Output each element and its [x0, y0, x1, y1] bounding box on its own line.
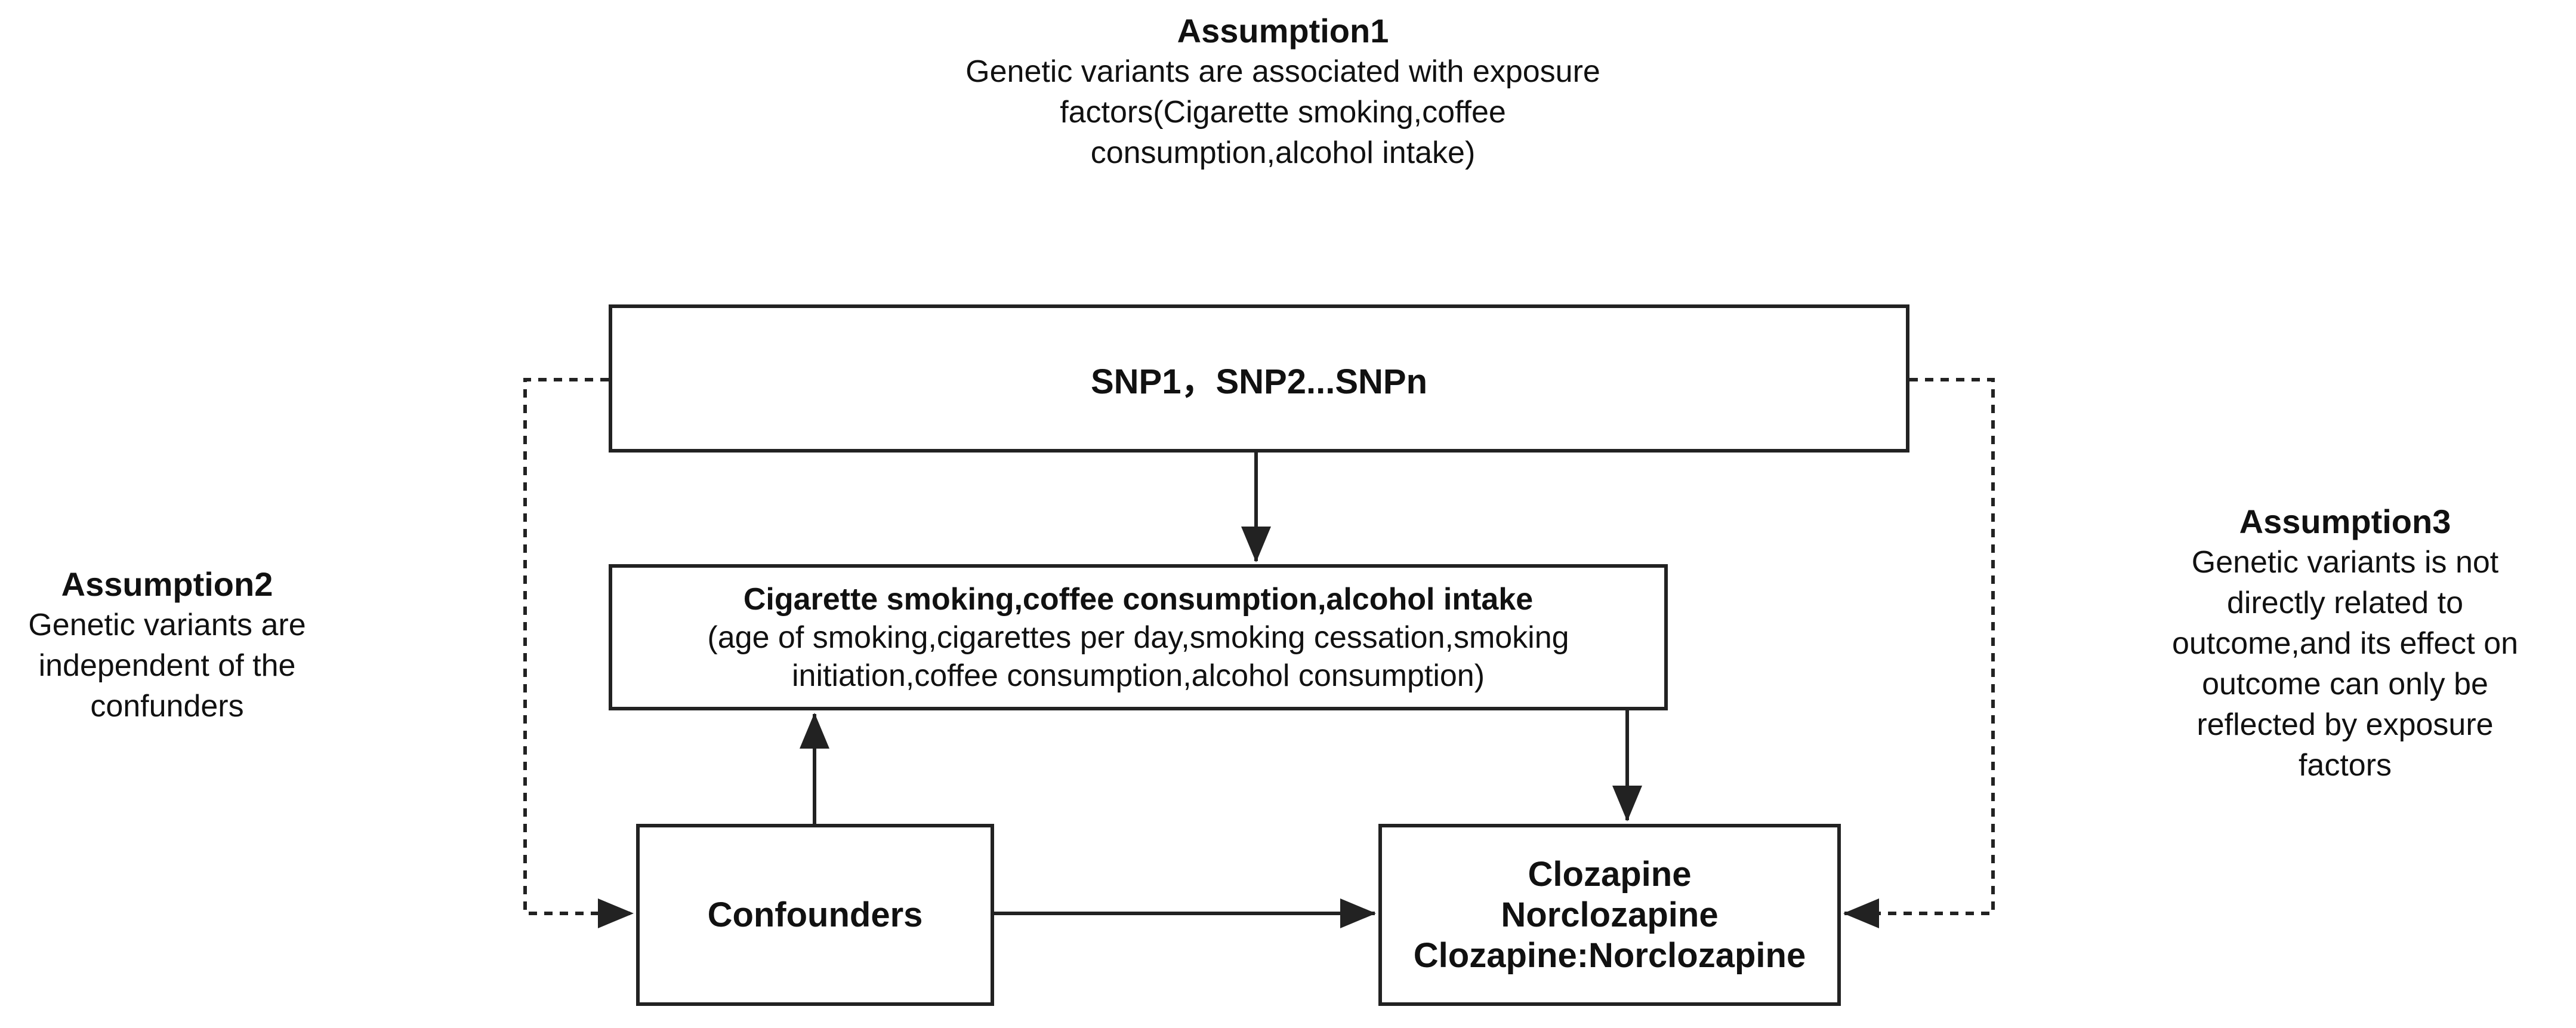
outcome-box-line: Clozapine:Norclozapine	[1413, 935, 1806, 975]
assumption3-line: factors	[2298, 748, 2392, 783]
outcome-box-line: Norclozapine	[1501, 895, 1719, 934]
confounders-box-label: Confounders	[707, 895, 923, 934]
assumption1-line: Genetic variants are associated with exp…	[965, 54, 1600, 89]
assumption2-heading: Assumption2	[61, 565, 273, 603]
snp-box-label: SNP1，SNP2...SNPn	[1090, 362, 1428, 401]
dotted-arrow-snp-to-outcome	[1843, 378, 1995, 928]
assumption1-line: factors(Cigarette smoking,coffee	[1060, 95, 1506, 130]
dotted-arrow-snp-to-confounders	[523, 378, 634, 928]
assumption3-annotation: Assumption3 Genetic variants is not dire…	[2115, 501, 2575, 786]
assumption2-line: confunders	[90, 689, 244, 724]
assumption1-annotation: Assumption1 Genetic variants are associa…	[794, 11, 1772, 173]
assumption1-line: consumption,alcohol intake)	[1090, 136, 1476, 170]
assumption3-line: reflected by exposure	[2196, 707, 2494, 742]
assumption3-line: Genetic variants is not	[2191, 545, 2499, 580]
assumption3-line: outcome,and its effect on	[2171, 626, 2519, 661]
assumption3-line: outcome can only be	[2202, 667, 2488, 701]
outcome-box-line: Clozapine	[1528, 854, 1692, 894]
assumption1-heading: Assumption1	[1177, 12, 1389, 50]
exposure-box: Cigarette smoking,coffee consumption,alc…	[609, 564, 1668, 710]
snp-box: SNP1，SNP2...SNPn	[609, 304, 1909, 453]
exposure-box-title: Cigarette smoking,coffee consumption,alc…	[743, 581, 1534, 617]
assumption3-line: directly related to	[2227, 586, 2463, 620]
assumption2-annotation: Assumption2 Genetic variants are indepen…	[0, 564, 334, 727]
exposure-box-line: initiation,coffee consumption,alcohol co…	[791, 658, 1485, 693]
assumption2-line: Genetic variants are	[28, 608, 306, 642]
assumption2-line: independent of the	[38, 648, 296, 683]
exposure-box-line: (age of smoking,cigarettes per day,smoki…	[707, 620, 1569, 655]
confounders-box: Confounders	[636, 824, 994, 1006]
outcome-box: Clozapine Norclozapine Clozapine:Norcloz…	[1378, 824, 1841, 1006]
assumption3-heading: Assumption3	[2239, 503, 2451, 540]
